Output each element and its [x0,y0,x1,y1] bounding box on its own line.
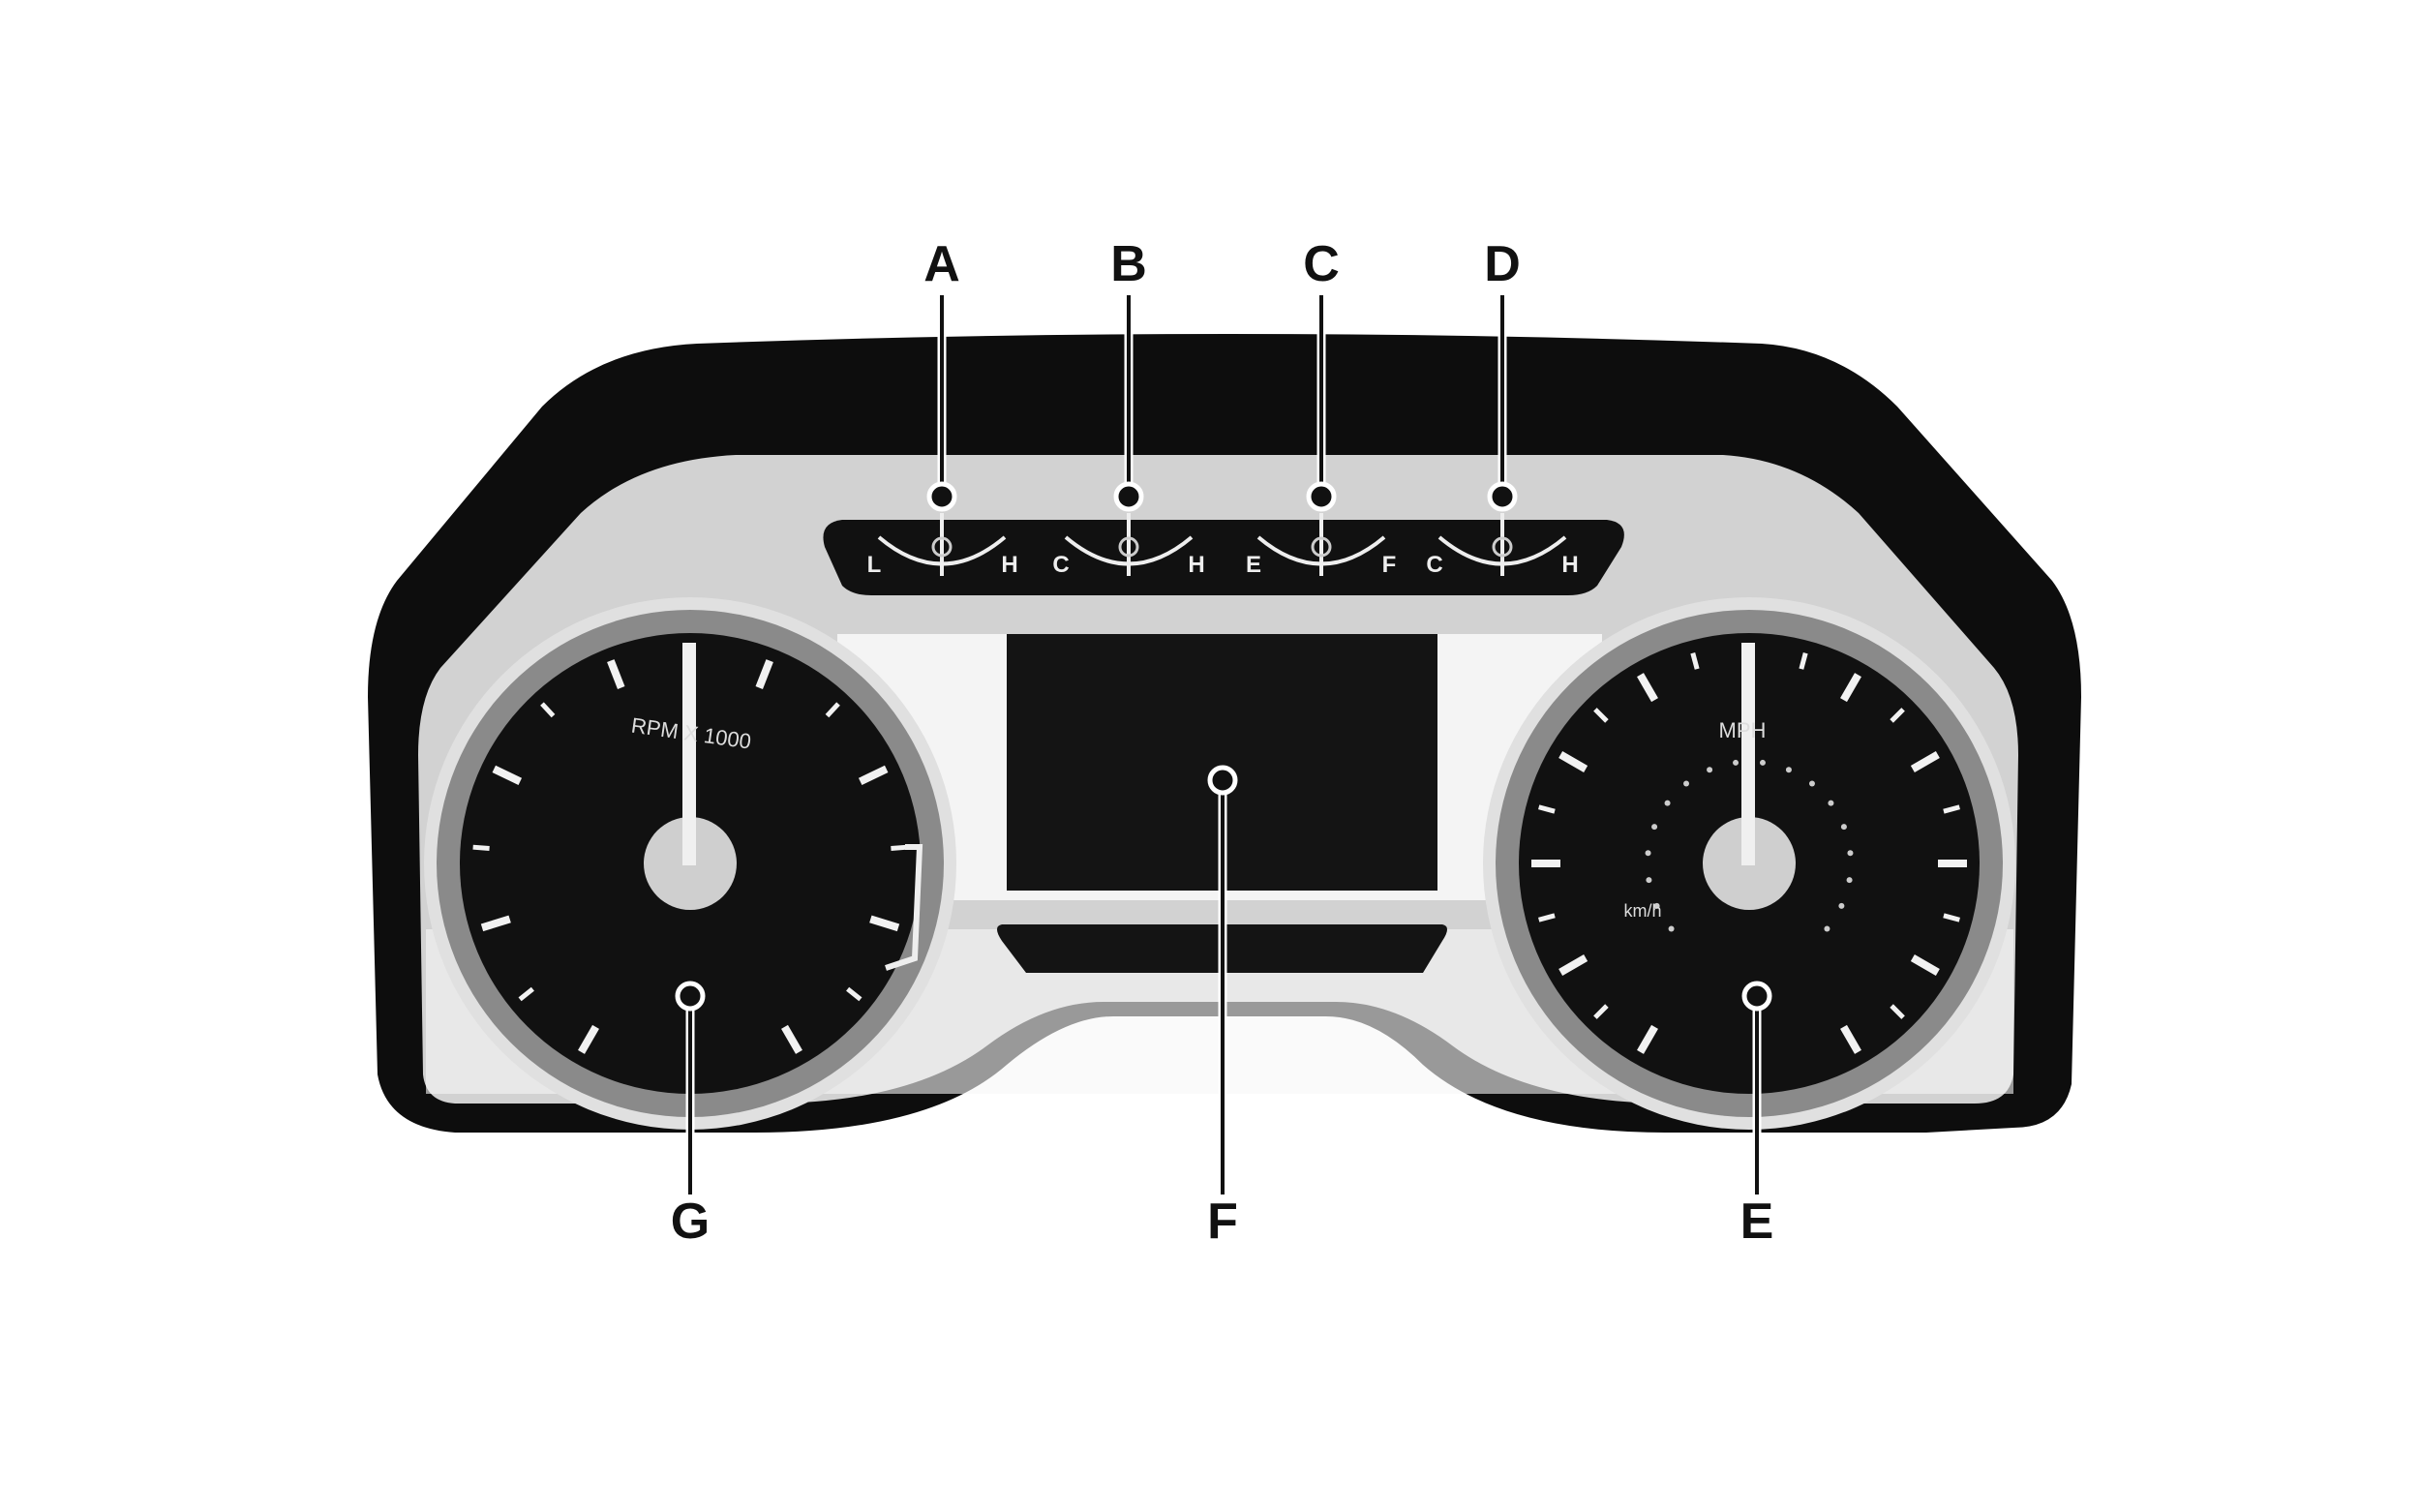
kmh-tick [1840,824,1847,831]
gauge-high-label: F [1382,552,1397,578]
gauge-tick [1799,652,1808,670]
kmh-tick [1808,780,1815,787]
kmh-tick [1785,767,1792,773]
gauge-tick [1558,751,1588,772]
gauge-tick [869,915,900,932]
gauge-tick [1890,1004,1905,1019]
gauge-tick [480,915,511,932]
gauge-tick [1910,954,1940,976]
gauge-needle [1741,643,1755,865]
kmh-tick [1645,850,1651,857]
callout-label: F [1207,1194,1238,1250]
transmission-temp-icon [1118,536,1139,558]
speedometer-kmh-label: km/h [1623,901,1661,921]
speedometer-label: MPH [1719,718,1767,742]
gauge-tick [1840,673,1861,703]
kmh-tick [1646,877,1652,884]
callout-dot [1306,481,1337,512]
kmh-tick [1828,800,1834,806]
gauge-tick [518,986,534,1002]
gauge-needle [682,643,696,865]
gauge-tick [1840,1024,1861,1054]
gauge-tick [781,1024,802,1054]
callout-dot [1487,481,1518,512]
gauge-tick [1890,708,1905,723]
callout-dot [1741,981,1772,1012]
callout-label: B [1110,236,1147,292]
kmh-tick [1733,759,1739,766]
coolant-temp-icon [1492,536,1513,558]
gauge-tick [1538,913,1556,922]
kmh-tick [1668,925,1675,932]
callout-G: G [671,981,710,1250]
kmh-tick [1759,759,1766,766]
gauge-high-label: H [1001,552,1017,578]
gauge-tick [1910,751,1940,772]
gauge-tick [578,1024,599,1054]
gauge-tick [1690,652,1700,670]
callout-E: E [1740,981,1774,1250]
gauge-tick [1558,954,1588,976]
callout-label: G [671,1194,710,1250]
gauge-tick [1593,1004,1609,1019]
tachometer [424,597,956,1130]
gauge-tick [846,986,862,1002]
callout-F: F [1207,765,1238,1250]
kmh-tick [1664,800,1671,806]
gauge-tick [607,659,625,689]
gauge-high-label: H [1561,552,1578,578]
gauge-tick [1637,1024,1658,1054]
callout-A: A [923,236,960,512]
gauge-tick [891,844,908,851]
callout-label: A [923,236,960,292]
callout-dot [1113,481,1144,512]
kmh-tick [1824,925,1830,932]
kmh-tick [1847,850,1854,857]
gauge-tick [540,702,556,718]
kmh-tick [1653,902,1660,909]
gauge-tick [1637,673,1658,703]
kmh-tick [1846,877,1853,884]
callout-C: C [1303,236,1340,512]
callout-dot [675,981,706,1012]
gauge-low-label: C [1426,552,1442,578]
kmh-tick [1651,824,1658,831]
oil-pressure-icon [931,536,953,558]
gauge-low-label: C [1052,552,1069,578]
callout-label: D [1484,236,1521,292]
gauge-low-label: E [1246,552,1261,578]
redline-marker [885,844,923,971]
callout-dot [926,481,957,512]
gauge-tick [1943,804,1960,814]
gauge-low-label: L [867,552,882,578]
fuel-icon [1311,536,1332,558]
gauge-tick [492,765,523,785]
small-gauge-strip [823,520,1624,595]
kmh-tick [1707,767,1713,773]
gauge-tick [755,659,773,689]
kmh-tick [1683,780,1690,787]
gauge-tick [1538,804,1556,814]
callout-dot [1207,765,1238,796]
speedometer [1483,597,2015,1130]
callout-label: E [1740,1194,1774,1250]
gauge-tick [1943,913,1960,922]
gauge-tick [472,844,490,851]
gauge-tick [1593,708,1609,723]
gauge-tick [825,702,840,718]
callout-label: C [1303,236,1340,292]
gauge-high-label: H [1188,552,1204,578]
callout-D: D [1484,236,1521,512]
callout-B: B [1110,236,1147,512]
kmh-tick [1838,902,1845,909]
gauge-tick [858,765,889,785]
